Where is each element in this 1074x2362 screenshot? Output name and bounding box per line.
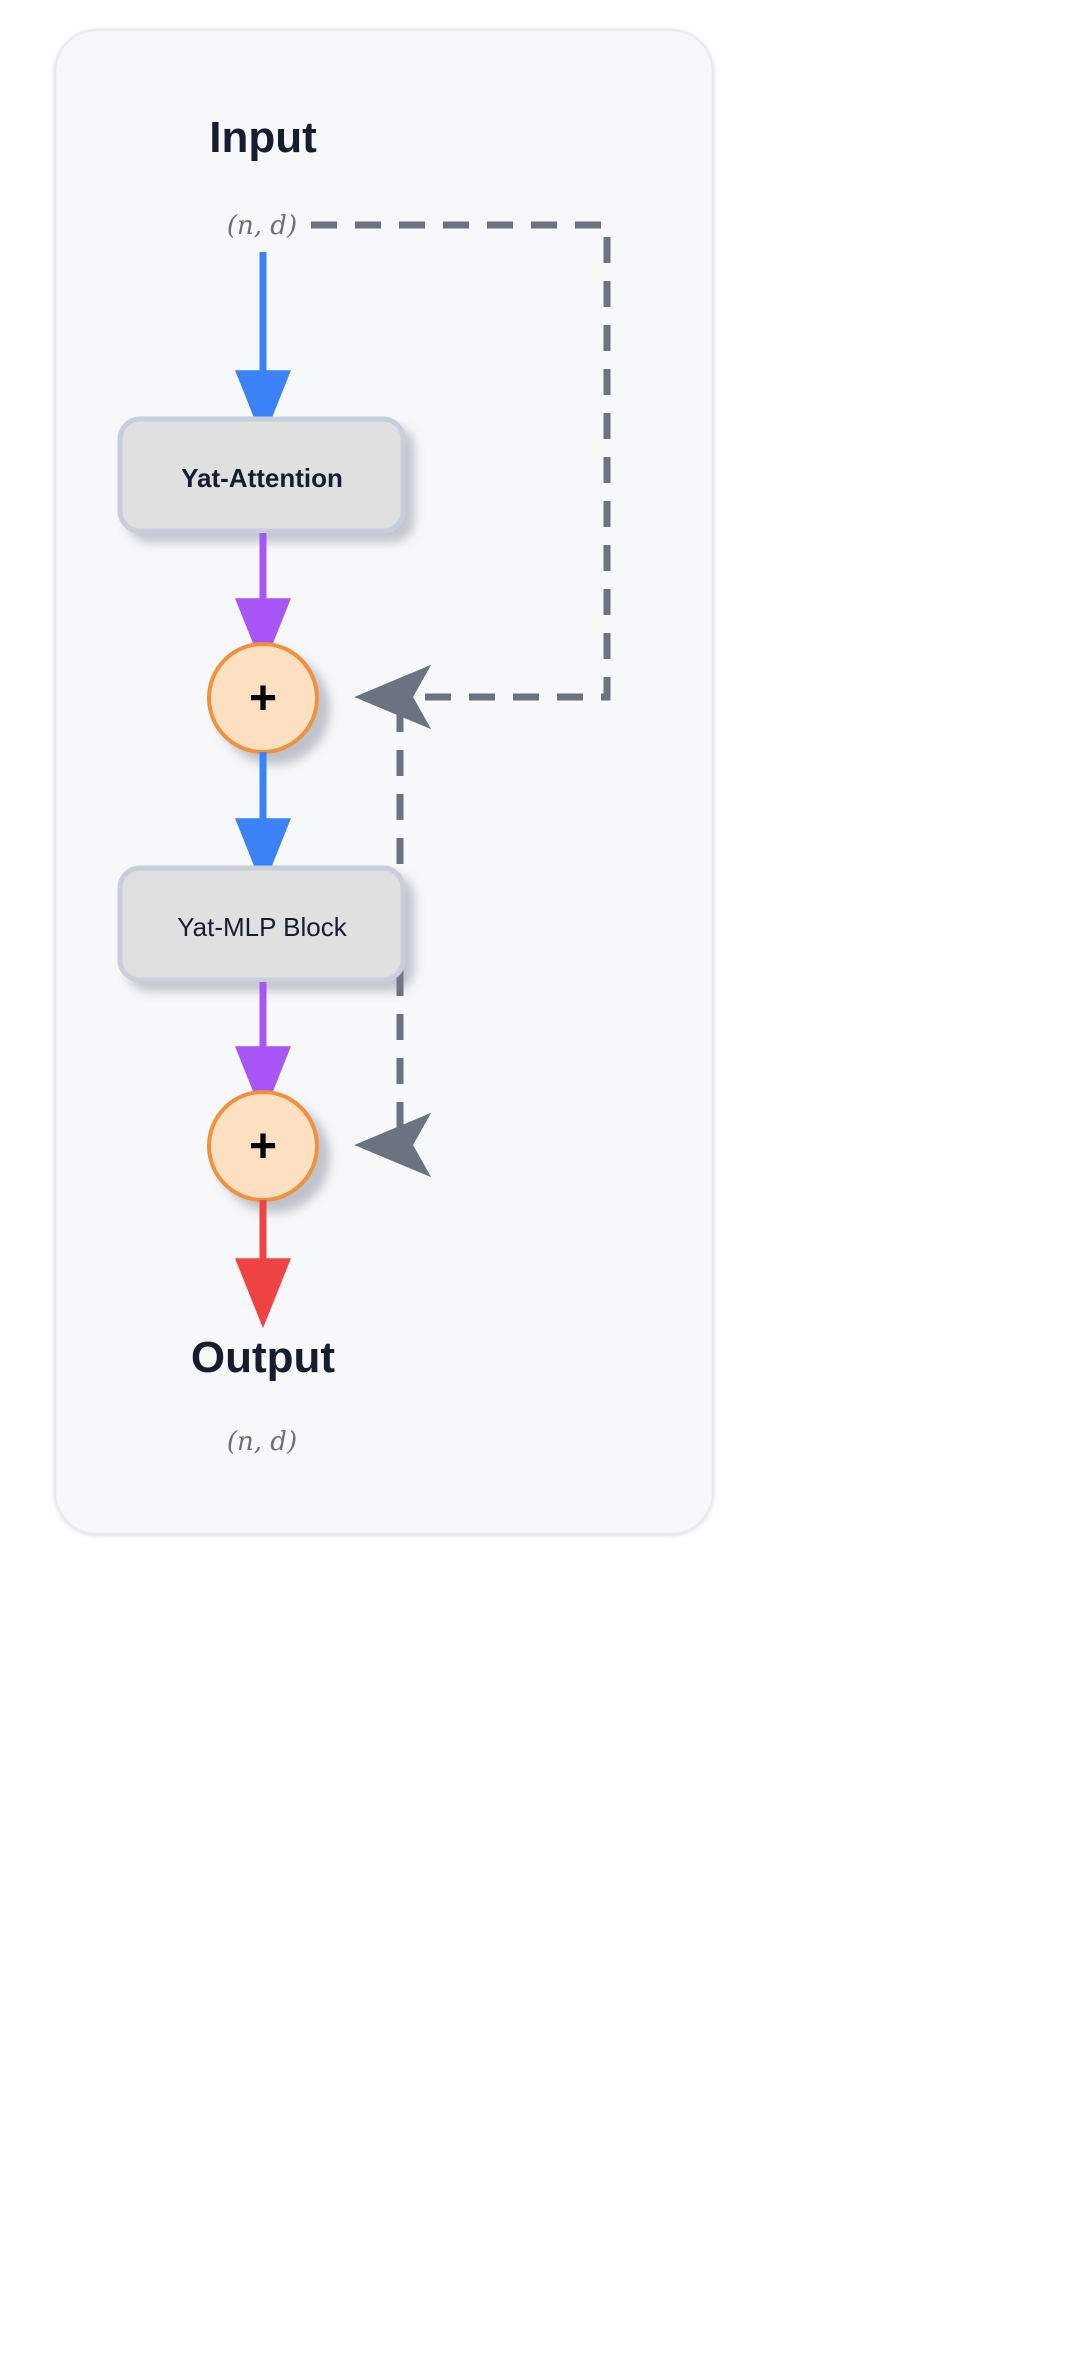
skip-path-2 bbox=[354, 706, 432, 1178]
block-yat-attention[interactable]: Yat-Attention bbox=[117, 416, 406, 534]
input-shape-label: (n, d) bbox=[227, 211, 297, 241]
output-title: Output bbox=[191, 1333, 336, 1382]
yat-mlp-label: Yat-MLP Block bbox=[177, 912, 348, 942]
block-yat-mlp[interactable]: Yat-MLP Block bbox=[117, 865, 406, 983]
skip-connection-input-to-add1 bbox=[311, 221, 611, 730]
yat-attention-label: Yat-Attention bbox=[181, 463, 343, 493]
output-shape-label: (n, d) bbox=[227, 1427, 297, 1457]
diagram-panel bbox=[53, 28, 715, 1536]
residual-add-1-label: + bbox=[249, 672, 277, 725]
skip-connection-add1-to-add2 bbox=[354, 706, 432, 1178]
node-residual-add-2[interactable]: + bbox=[207, 1090, 319, 1202]
panel-background bbox=[53, 28, 715, 1536]
residual-add-2-label: + bbox=[249, 1120, 277, 1173]
node-residual-add-1[interactable]: + bbox=[207, 642, 319, 754]
input-title: Input bbox=[209, 113, 317, 162]
skip-path-1 bbox=[311, 221, 611, 730]
yat-attention-box[interactable] bbox=[117, 416, 406, 534]
yat-mlp-box[interactable] bbox=[117, 865, 406, 983]
